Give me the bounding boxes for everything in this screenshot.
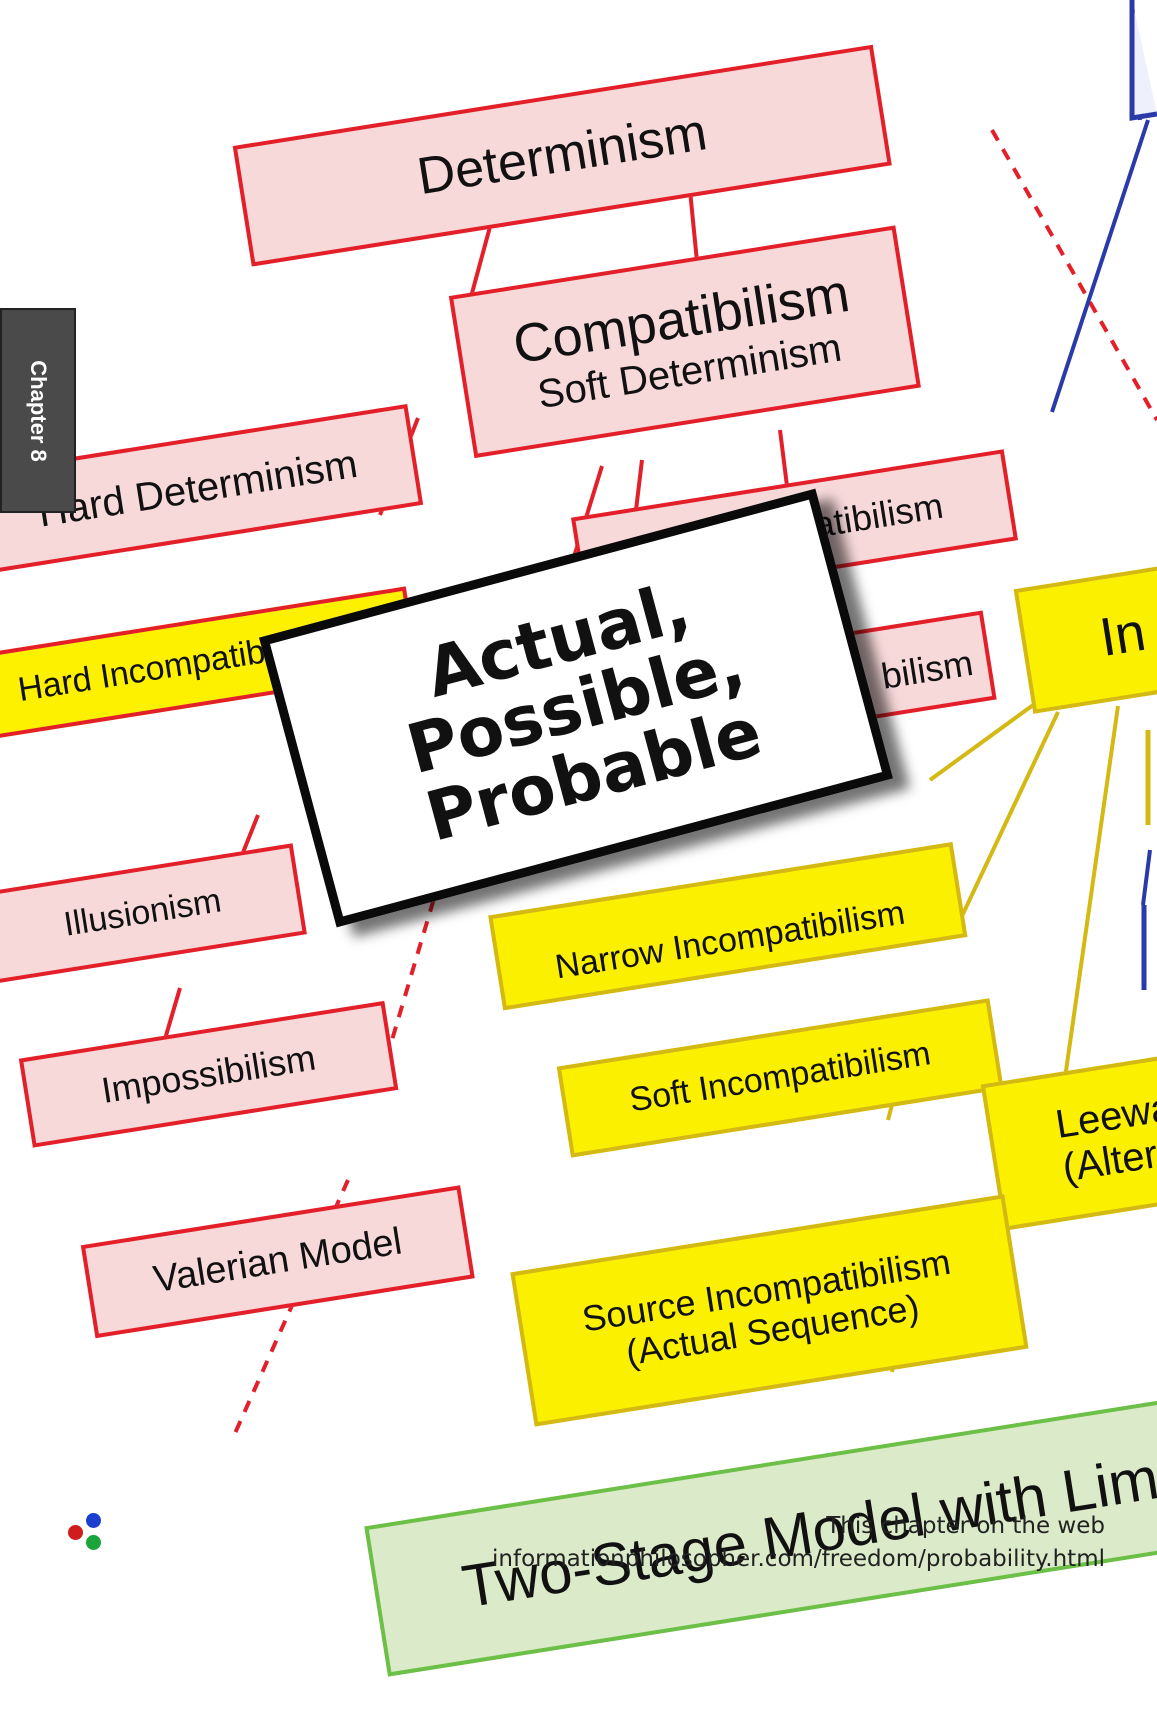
- connector-determinism-right-dashed: [990, 129, 1157, 421]
- diagram-stage: Determinism Compatibilism Soft Determini…: [0, 0, 1157, 1677]
- node-source-incompatibilism: Source Incompatibilism (Actual Sequence): [510, 1194, 1029, 1427]
- connector-gold-leeway: [1061, 705, 1120, 1093]
- partial-in-label: In: [1095, 602, 1150, 669]
- logo-dot-red: [68, 1525, 83, 1540]
- soft-incompatibilism-label: Soft Incompatibilism: [626, 1034, 934, 1120]
- illusionism-label: Illusionism: [61, 881, 224, 945]
- chapter-tab: Chapter 8: [0, 308, 76, 513]
- connector-blue-main: [1050, 119, 1150, 413]
- determinism-label: Determinism: [413, 103, 711, 207]
- valerian-model-label: Valerian Model: [150, 1220, 405, 1302]
- footer-web-reference: This chapter on the web informationphilo…: [492, 1510, 1105, 1577]
- logo-dot-blue: [86, 1513, 101, 1528]
- partial-bilism-label: bilism: [878, 642, 976, 698]
- node-determinism: Determinism: [232, 44, 892, 267]
- node-partial-in: In: [1013, 551, 1157, 714]
- footer-url-link[interactable]: informationphilosopher.com/freedom/proba…: [492, 1546, 1105, 1573]
- hard-determinism-label: Hard Determinism: [35, 441, 361, 536]
- node-valerian-model: Valerian Model: [80, 1185, 475, 1339]
- footer-line-1: This chapter on the web: [826, 1513, 1105, 1539]
- node-illusionism: Illusionism: [0, 843, 307, 984]
- node-soft-incompatibilism: Soft Incompatibilism: [556, 998, 1004, 1158]
- node-leeway: Leeway (Alterna: [980, 1032, 1157, 1231]
- blue-node-edge-top: [1129, 0, 1157, 121]
- connector-gold-narrow: [928, 698, 1042, 782]
- chapter-tab-label: Chapter 8: [26, 359, 51, 462]
- site-logo-icon: [68, 1511, 122, 1555]
- node-impossibilism: Impossibilism: [18, 1000, 399, 1148]
- node-compatibilism: Compatibilism Soft Determinism: [448, 225, 921, 459]
- narrow-incompatibilism-label: Narrow Incompatibilism: [552, 893, 908, 987]
- connector-blue-right: [1141, 849, 1152, 906]
- logo-dot-green: [86, 1535, 101, 1550]
- impossibilism-label: Impossibilism: [98, 1036, 319, 1112]
- connector-gold-soft: [960, 711, 1060, 917]
